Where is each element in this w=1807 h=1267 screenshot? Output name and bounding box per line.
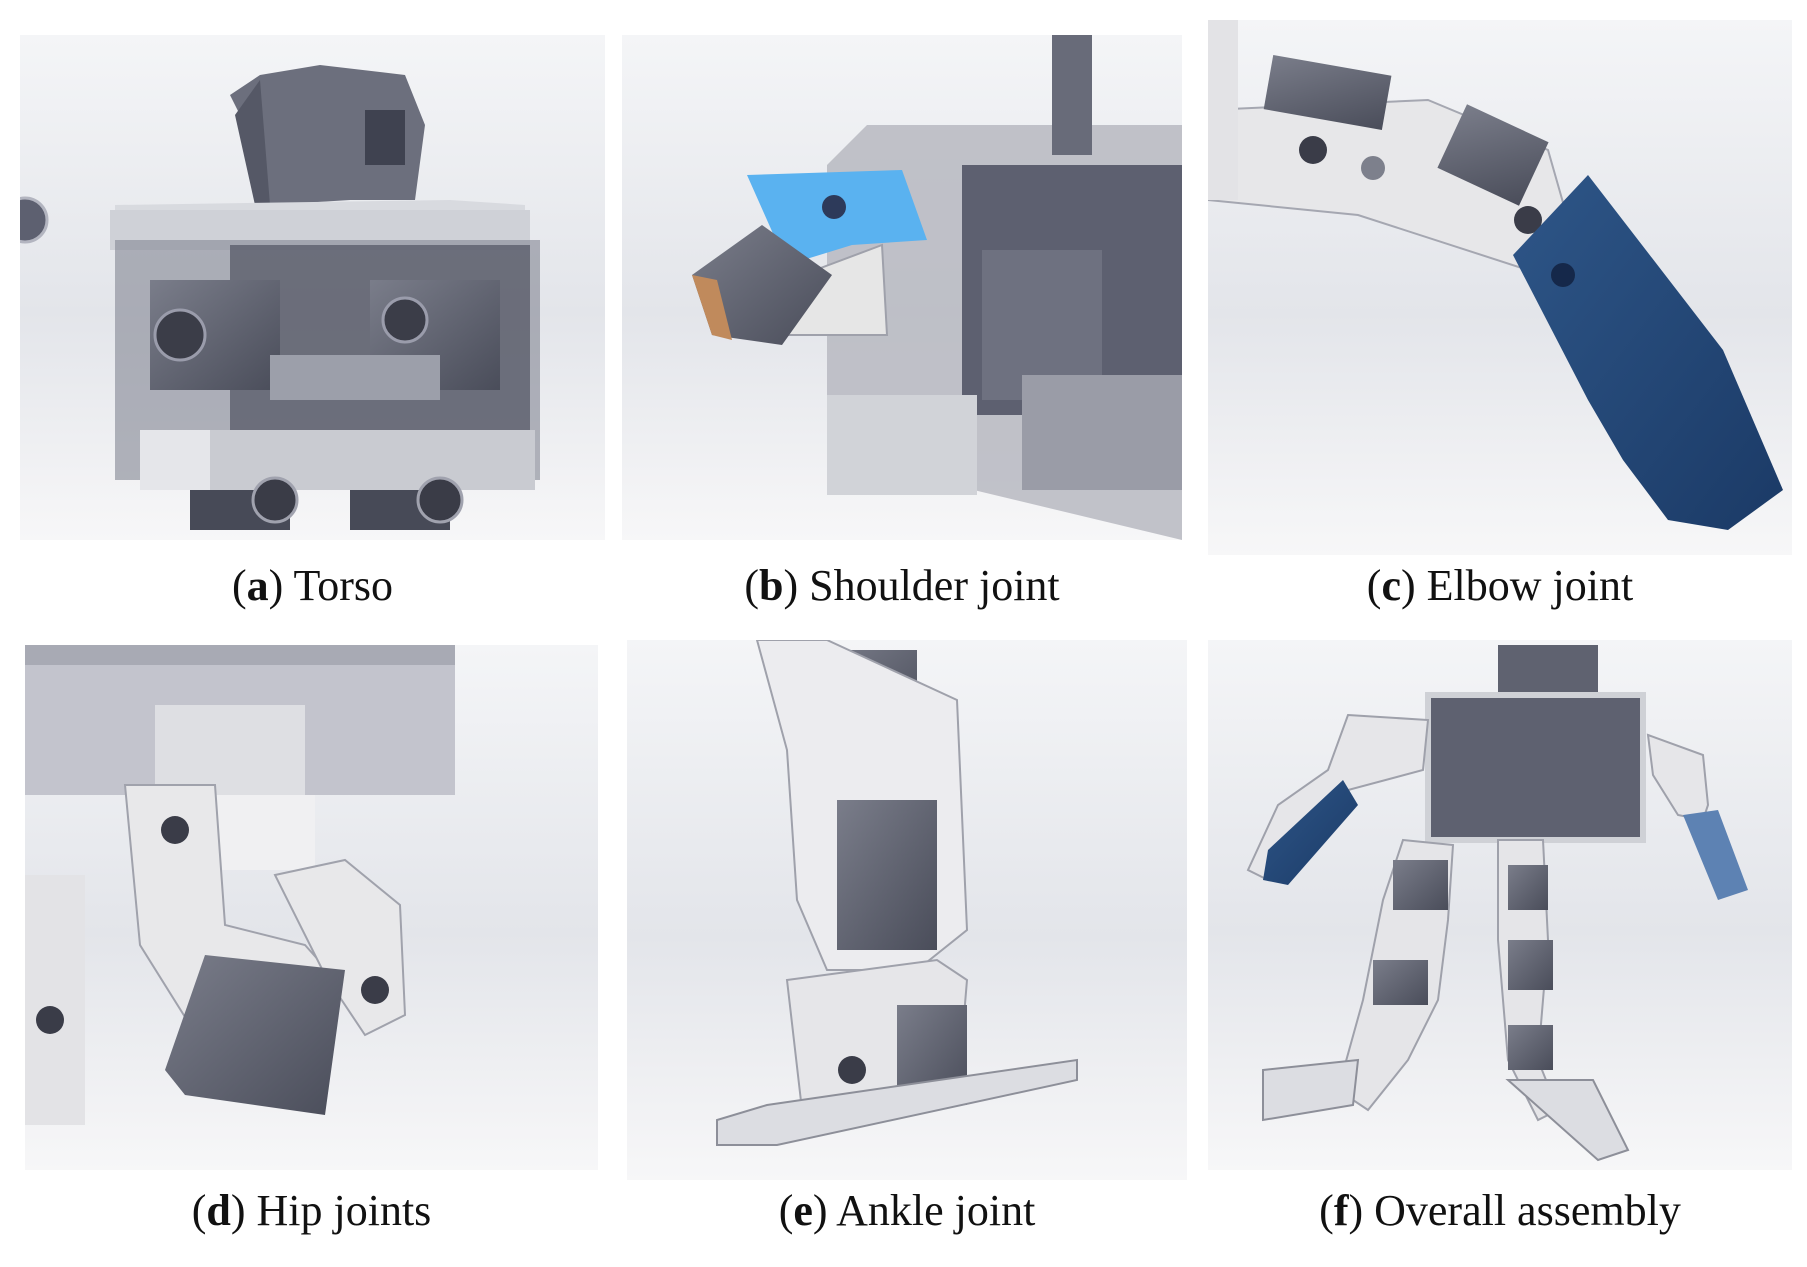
panel-b-image — [622, 35, 1182, 540]
panel-f-image — [1208, 640, 1792, 1170]
panel-e-image — [627, 640, 1187, 1180]
caption-f: (f) Overall assembly — [1319, 1186, 1681, 1235]
panel-a-image — [20, 35, 605, 540]
caption-e: (e) Ankle joint — [778, 1186, 1036, 1235]
caption-b: (b) Shoulder joint — [744, 561, 1060, 610]
panel-c-image — [1208, 20, 1792, 555]
caption-d: (d) Hip joints — [191, 1186, 432, 1235]
caption-a: (a) Torso — [231, 561, 394, 610]
caption-c: (c) Elbow joint — [1366, 561, 1634, 610]
panel-d-image — [25, 645, 598, 1170]
